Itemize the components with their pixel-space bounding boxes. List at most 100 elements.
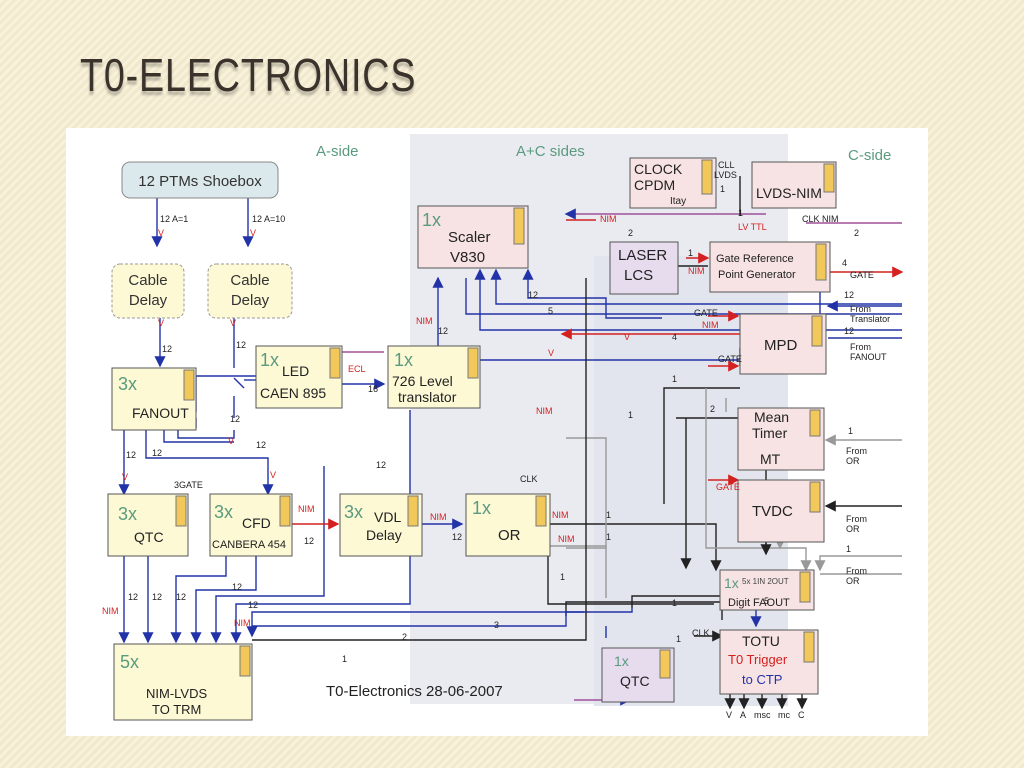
svg-text:12: 12 bbox=[438, 326, 448, 336]
svg-text:V: V bbox=[158, 318, 164, 328]
signal-lines bbox=[118, 162, 904, 710]
svg-text:NIM: NIM bbox=[102, 606, 119, 616]
tvdc-block: TVDC bbox=[737, 479, 825, 543]
svg-text:V: V bbox=[250, 228, 256, 238]
vdl-delay-block: 3x VDL Delay bbox=[339, 493, 423, 557]
svg-text:NIM: NIM bbox=[552, 510, 569, 520]
svg-text:5x: 5x bbox=[120, 652, 139, 672]
svg-text:GATE: GATE bbox=[718, 354, 742, 364]
svg-text:CANBERA 454: CANBERA 454 bbox=[212, 539, 286, 551]
svg-text:Digit FAOUT: Digit FAOUT bbox=[728, 597, 790, 609]
svg-text:1: 1 bbox=[342, 654, 347, 664]
diagram-panel: A-side A+C sides C-side bbox=[66, 128, 928, 736]
svg-text:NIM: NIM bbox=[536, 406, 553, 416]
svg-text:12: 12 bbox=[128, 592, 138, 602]
svg-text:1x: 1x bbox=[422, 210, 441, 230]
svg-text:CPDM: CPDM bbox=[634, 177, 675, 193]
svg-text:1: 1 bbox=[688, 248, 693, 258]
svg-text:From: From bbox=[846, 446, 867, 456]
svg-text:VDL: VDL bbox=[374, 509, 401, 525]
svg-text:4: 4 bbox=[842, 258, 847, 268]
svg-text:QTC: QTC bbox=[134, 529, 164, 545]
svg-text:12: 12 bbox=[162, 344, 172, 354]
svg-text:3x: 3x bbox=[214, 502, 233, 522]
svg-text:mc: mc bbox=[778, 710, 790, 720]
svg-text:V: V bbox=[228, 436, 234, 446]
svg-text:From: From bbox=[846, 566, 867, 576]
svg-text:12 A=1: 12 A=1 bbox=[160, 214, 188, 224]
svg-text:2: 2 bbox=[710, 404, 715, 414]
svg-text:TVDC: TVDC bbox=[752, 503, 793, 520]
svg-text:Timer: Timer bbox=[752, 425, 788, 441]
svg-text:V: V bbox=[158, 228, 164, 238]
svg-text:QTC: QTC bbox=[620, 673, 650, 689]
svg-text:CLL: CLL bbox=[718, 160, 735, 170]
laser-lcs-block: LASER LCS bbox=[609, 241, 679, 295]
svg-text:GATE: GATE bbox=[716, 482, 740, 492]
svg-text:Mean: Mean bbox=[754, 409, 789, 425]
svg-text:Cable: Cable bbox=[230, 272, 269, 289]
svg-text:12: 12 bbox=[236, 340, 246, 350]
svg-text:1: 1 bbox=[672, 374, 677, 384]
level-translator-block: 1x 726 Level translator bbox=[387, 345, 481, 409]
svg-text:CFD: CFD bbox=[242, 515, 271, 531]
svg-text:1: 1 bbox=[738, 208, 743, 218]
svg-text:12: 12 bbox=[452, 532, 462, 542]
svg-text:726 Level: 726 Level bbox=[392, 373, 453, 389]
svg-text:msc: msc bbox=[754, 710, 771, 720]
digit-faout-block: 1x 5x 1IN 2OUT Digit FAOUT bbox=[719, 569, 815, 611]
svg-text:12: 12 bbox=[844, 290, 854, 300]
svg-text:12: 12 bbox=[256, 440, 266, 450]
svg-text:1: 1 bbox=[560, 572, 565, 582]
svg-text:From: From bbox=[846, 514, 867, 524]
svg-text:3x: 3x bbox=[118, 504, 137, 524]
svg-text:1x: 1x bbox=[394, 350, 413, 370]
svg-text:LVDS: LVDS bbox=[714, 170, 737, 180]
svg-text:V: V bbox=[726, 710, 732, 720]
svg-text:1x: 1x bbox=[724, 575, 739, 591]
svg-text:CLK: CLK bbox=[520, 474, 538, 484]
svg-text:NIM: NIM bbox=[416, 316, 433, 326]
svg-text:1: 1 bbox=[720, 184, 725, 194]
svg-text:Delay: Delay bbox=[366, 527, 402, 543]
svg-text:12: 12 bbox=[376, 460, 386, 470]
svg-text:Scaler: Scaler bbox=[448, 229, 491, 246]
svg-text:CLK: CLK bbox=[692, 628, 710, 638]
svg-text:LVDS-NIM: LVDS-NIM bbox=[756, 185, 822, 201]
svg-text:V: V bbox=[548, 348, 554, 358]
svg-text:Cable: Cable bbox=[128, 272, 167, 289]
svg-text:V: V bbox=[624, 332, 630, 342]
svg-text:GATE: GATE bbox=[694, 308, 718, 318]
nim-lvds-block: 5x NIM-LVDS TO TRM bbox=[113, 643, 253, 721]
shoebox-label: 12 PTMs Shoebox bbox=[138, 173, 262, 190]
svg-text:12: 12 bbox=[232, 582, 242, 592]
svg-text:1: 1 bbox=[848, 426, 853, 436]
svg-text:NIM: NIM bbox=[298, 504, 315, 514]
svg-text:2: 2 bbox=[402, 632, 407, 642]
qtc-1x-block: 1x QTC bbox=[601, 647, 675, 703]
or-block: 1x OR bbox=[465, 493, 551, 557]
svg-text:1: 1 bbox=[606, 510, 611, 520]
svg-text:12: 12 bbox=[176, 592, 186, 602]
svg-text:3: 3 bbox=[494, 620, 499, 630]
svg-text:3x: 3x bbox=[344, 502, 363, 522]
svg-text:Point Generator: Point Generator bbox=[718, 269, 796, 281]
svg-text:to CTP: to CTP bbox=[742, 672, 782, 687]
led-block: 1x LED CAEN 895 bbox=[255, 345, 343, 409]
svg-text:ECL: ECL bbox=[348, 364, 366, 374]
svg-text:12: 12 bbox=[126, 450, 136, 460]
svg-text:1x: 1x bbox=[260, 350, 279, 370]
svg-text:5: 5 bbox=[548, 306, 553, 316]
svg-text:Delay: Delay bbox=[231, 292, 270, 309]
svg-text:A: A bbox=[740, 710, 746, 720]
svg-text:12: 12 bbox=[230, 414, 240, 424]
svg-text:Delay: Delay bbox=[129, 292, 168, 309]
slide-title: T0-ELECTRONICS bbox=[80, 49, 417, 101]
svg-text:NIM: NIM bbox=[688, 266, 705, 276]
svg-text:1x: 1x bbox=[472, 498, 491, 518]
svg-text:C: C bbox=[798, 710, 805, 720]
svg-text:LASER: LASER bbox=[618, 247, 667, 264]
svg-text:3x: 3x bbox=[118, 374, 137, 394]
svg-text:4: 4 bbox=[672, 332, 677, 342]
svg-text:OR: OR bbox=[846, 456, 860, 466]
